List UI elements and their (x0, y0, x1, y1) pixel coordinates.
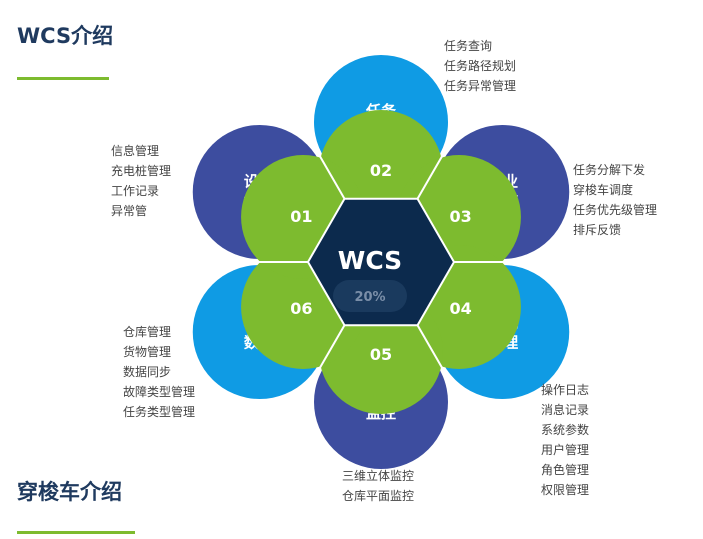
progress-pill (333, 280, 407, 312)
title-shuttle-intro: 穿梭车介绍 (17, 480, 122, 504)
job-scheduling-number: 03 (450, 207, 472, 226)
note-item: 用户管理 (541, 443, 590, 457)
note-item: 三维立体监控 (342, 469, 415, 483)
task-management-notes: 任务查询 任务路径规划 任务异常管理 (444, 36, 516, 96)
note-item: 任务路径规划 (444, 59, 517, 73)
note-item: 权限管理 (541, 483, 590, 497)
note-item: 穿梭车调度 (573, 183, 634, 197)
note-item: 信息管理 (111, 144, 160, 158)
petal-divider (302, 318, 349, 397)
task-management-number: 02 (370, 161, 392, 180)
note-item: 消息记录 (541, 403, 590, 417)
note-item: 任务优先级管理 (573, 203, 658, 217)
title-underline (17, 531, 135, 534)
title-wcs-intro: WCS介绍 (17, 24, 114, 48)
note-item: 任务异常管理 (444, 79, 517, 93)
note-item: 操作日志 (541, 383, 590, 397)
base-data-notes: 仓库管理 货物管理 数据同步 故障类型管理 任务类型管理 (123, 322, 195, 422)
note-item: 系统参数 (541, 423, 590, 437)
hub-title: WCS (338, 246, 402, 275)
petal-divider (413, 127, 460, 206)
title-underline (17, 77, 109, 80)
system-management-notes: 操作日志 消息记录 系统参数 用户管理 角色管理 权限管理 (541, 380, 589, 500)
note-item: 任务分解下发 (573, 163, 646, 177)
realtime-monitor-notes: 三维立体监控 仓库平面监控 (342, 466, 414, 506)
job-scheduling-notes: 任务分解下发 穿梭车调度 任务优先级管理 排斥反馈 (573, 160, 657, 240)
petal-divider (302, 127, 349, 206)
petal-divider (413, 318, 460, 397)
realtime-monitor-number: 05 (370, 345, 392, 364)
note-item: 仓库管理 (123, 325, 172, 339)
note-item: 任务查询 (444, 39, 493, 53)
note-item: 数据同步 (123, 365, 172, 379)
note-item: 排斥反馈 (573, 223, 622, 237)
note-item: 故障类型管理 (123, 385, 196, 399)
note-item: 角色管理 (541, 463, 590, 477)
note-item: 异常管 (111, 204, 148, 218)
note-item: 仓库平面监控 (342, 489, 415, 503)
note-item: 工作记录 (111, 184, 160, 198)
note-item: 充电桩管理 (111, 164, 172, 178)
note-item: 货物管理 (123, 345, 172, 359)
device-management-notes: 信息管理 充电桩管理 工作记录 异常管 (111, 141, 171, 221)
progress-text: 20% (354, 290, 385, 305)
note-item: 任务类型管理 (123, 405, 196, 419)
device-management-number: 01 (290, 207, 312, 226)
base-data-number: 06 (290, 299, 312, 318)
system-management-number: 04 (450, 299, 472, 318)
